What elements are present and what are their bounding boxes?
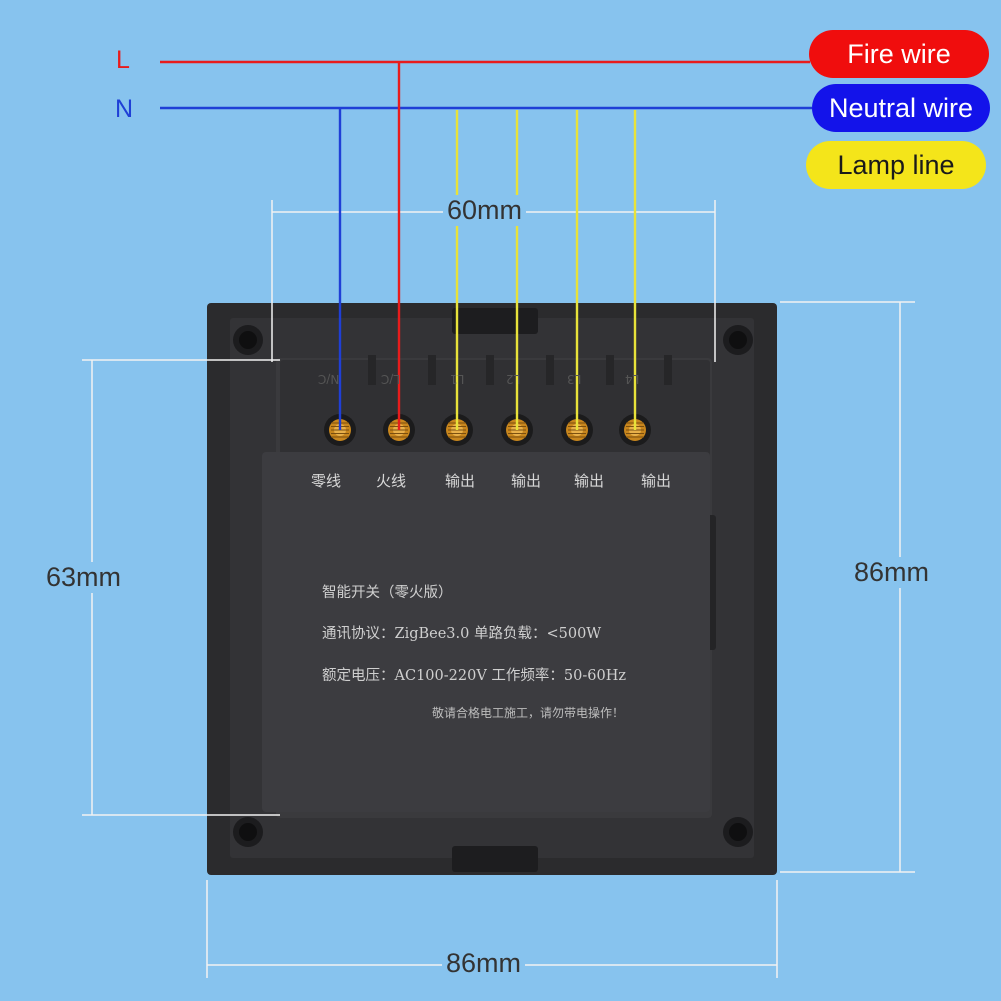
device-voltage: 额定电压：AC100-220V 工作频率：50-60Hz [322, 668, 626, 684]
terminal-mark-5: L3 [567, 372, 582, 386]
device-protocol: 通讯协议：ZigBee3.0 单路负载：<500W [322, 626, 602, 642]
terminal-mark-4: L2 [506, 372, 521, 386]
dimension-bottom: 86mm [442, 948, 526, 979]
device-title: 智能开关（零火版） [322, 585, 453, 601]
fire-wire-legend: Fire wire [809, 30, 989, 78]
lamp-line-legend: Lamp line [806, 141, 986, 189]
terminal-mark-6: L4 [625, 372, 640, 386]
dimension-right: 86mm [850, 557, 934, 588]
terminal-label-output-3: 输出 [573, 472, 604, 490]
terminal-label-output-4: 输出 [640, 472, 671, 490]
device-warning: 敬请合格电工施工，请勿带电操作！ [432, 706, 625, 720]
terminal-divider-1 [368, 355, 376, 385]
dimension-top: 60mm [443, 195, 527, 226]
terminal-divider-3 [486, 355, 494, 385]
terminal-divider-5 [606, 355, 614, 385]
terminal-mark-2: L/C [381, 372, 401, 386]
terminal-label-output-2: 输出 [510, 472, 541, 490]
screw-holes [233, 325, 753, 847]
bottom-clip [452, 846, 538, 872]
terminal-label-output-1: 输出 [444, 472, 475, 490]
live-letter: L [116, 46, 130, 74]
label-plate [262, 452, 710, 812]
dimension-left: 63mm [42, 562, 126, 593]
terminal-divider-2 [428, 355, 436, 385]
terminal-label-live: 火线 [375, 472, 406, 490]
neutral-letter: N [115, 95, 134, 123]
terminal-mark-1: N/C [318, 372, 340, 386]
terminal-divider-6 [664, 355, 672, 385]
top-clip [452, 308, 538, 334]
terminal-label-neutral: 零线 [310, 472, 341, 490]
wires [160, 60, 812, 430]
neutral-wire-legend: Neutral wire [812, 84, 990, 132]
terminal-mark-3: L1 [450, 372, 465, 386]
terminal-divider-4 [546, 355, 554, 385]
